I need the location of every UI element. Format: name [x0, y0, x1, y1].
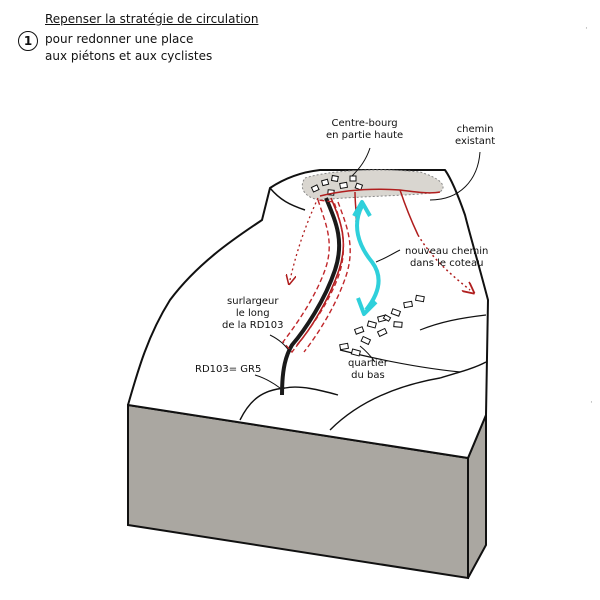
label-surlargeur: surlargeur le long de la RD103	[222, 296, 284, 331]
hillside-path-left	[290, 197, 319, 280]
leader-surlargeur	[269, 334, 291, 353]
section-heading: 1 Repenser la stratégie de circulation p…	[18, 12, 318, 68]
widening-band	[282, 199, 351, 354]
new-hillside-path	[417, 234, 470, 290]
edge-mark-top: ·	[585, 24, 588, 34]
section-subtitle-line-1: pour redonner une place	[45, 32, 194, 46]
section-subtitle-line-2: aux piétons et aux cyclistes	[45, 49, 213, 63]
existing-path	[319, 188, 441, 197]
rd103-road	[280, 197, 342, 396]
slope-line-right-1	[329, 361, 487, 431]
cyan-arrowhead-bottom	[356, 297, 378, 316]
leader-chemin-existant	[429, 151, 481, 201]
terrain-outline	[127, 169, 489, 459]
leader-nouveau-chemin	[375, 249, 401, 263]
label-quartier-du-bas: quartier du bas	[348, 358, 388, 381]
section-title: Repenser la stratégie de circulation	[45, 12, 259, 26]
cyan-link-arrow	[355, 205, 381, 312]
leader-rd103	[254, 374, 281, 389]
label-nouveau-chemin: nouveau chemin dans le coteau	[405, 246, 489, 269]
existing-path-branch	[399, 189, 419, 236]
rd103-red-line	[296, 197, 345, 346]
slope-line-right-2	[419, 314, 487, 331]
label-centre-bourg: Centre-bourg en partie haute	[326, 118, 404, 141]
lower-quarter-houses	[339, 294, 425, 357]
slope-line-left	[239, 386, 339, 421]
edge-mark-right: ·	[590, 398, 593, 408]
cyan-arrowhead-top	[352, 200, 372, 217]
label-chemin-existant: chemin existant	[455, 124, 496, 147]
plateau-edge	[269, 187, 306, 211]
leader-centre-bourg	[351, 147, 371, 177]
label-rd103-gr5: RD103= GR5	[195, 364, 262, 375]
section-number: 1	[18, 31, 38, 51]
leader-quartier	[359, 345, 376, 363]
